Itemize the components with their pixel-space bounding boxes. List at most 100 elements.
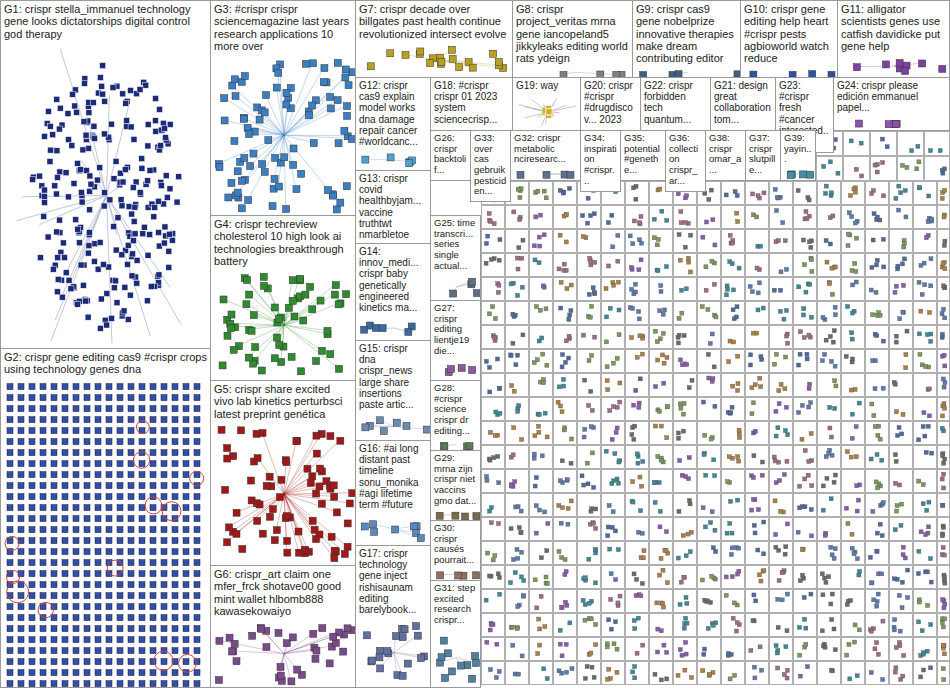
vertex-icon <box>901 310 905 314</box>
vertex-icon <box>927 387 931 391</box>
vertex-icon <box>615 426 619 430</box>
vertex-icon <box>635 355 639 359</box>
vertex-icon <box>850 331 854 335</box>
vertex-icon <box>654 329 658 333</box>
small-group-cell <box>698 350 721 373</box>
vertex-icon <box>688 550 692 554</box>
vertex-icon <box>808 283 812 287</box>
small-group-cell <box>530 374 553 397</box>
vertex-icon <box>631 670 635 674</box>
small-group-cell <box>578 590 601 613</box>
small-group-cell <box>674 470 697 493</box>
small-group-cell <box>818 662 841 685</box>
vertex-icon <box>875 170 879 174</box>
vertex-icon <box>533 258 537 262</box>
small-group-cell <box>938 254 950 277</box>
vertex-icon <box>486 551 490 555</box>
vertex-icon <box>115 215 121 221</box>
vertex-icon <box>139 156 145 162</box>
small-group-cell <box>746 614 769 637</box>
vertex-icon <box>158 183 164 189</box>
vertex-icon <box>516 556 520 560</box>
small-group-cell <box>578 398 601 421</box>
vertex-icon <box>662 361 666 365</box>
small-group-cell <box>602 446 625 469</box>
vertex-icon <box>536 652 540 656</box>
vertex-icon <box>821 315 825 319</box>
vertex-icon <box>131 218 137 224</box>
vertex-icon <box>87 173 93 179</box>
vertex-icon <box>690 378 694 382</box>
vertex-icon <box>559 306 563 310</box>
small-group-cell <box>746 278 769 301</box>
vertex-icon <box>809 258 813 262</box>
small-group-cell <box>674 398 697 421</box>
vertex-icon <box>729 653 733 657</box>
small-group-cell <box>602 494 625 517</box>
vertex-icon <box>783 429 787 433</box>
vertex-icon <box>809 592 813 596</box>
small-group-cell <box>602 590 625 613</box>
vertex-icon <box>661 353 665 357</box>
vertex-icon <box>751 331 755 335</box>
vertex-icon <box>104 322 110 328</box>
vertex-icon <box>167 121 173 127</box>
vertex-icon <box>594 526 598 530</box>
vertex-icon <box>140 231 146 237</box>
vertex-icon <box>516 409 520 413</box>
small-group-cell <box>578 230 601 253</box>
vertex-icon <box>929 666 933 670</box>
vertex-icon <box>544 575 548 579</box>
vertex-icon <box>728 233 732 237</box>
vertex-icon <box>736 498 740 502</box>
small-group-cell <box>818 422 841 445</box>
small-group-cell <box>602 230 625 253</box>
vertex-icon <box>589 214 593 218</box>
vertex-icon <box>167 186 173 192</box>
vertex-icon <box>902 653 906 657</box>
vertex-icon <box>592 521 596 525</box>
vertex-icon <box>491 305 495 309</box>
small-group-cell <box>482 638 505 661</box>
small-group-cell <box>890 278 913 301</box>
vertex-icon <box>494 410 498 414</box>
vertex-icon <box>784 355 788 359</box>
vertex-icon <box>521 333 525 337</box>
small-group-cell <box>890 422 913 445</box>
vertex-icon <box>898 629 902 633</box>
vertex-icon <box>512 558 516 562</box>
vertex-icon <box>65 111 71 117</box>
small-group-cell <box>914 566 937 589</box>
vertex-icon <box>85 145 91 151</box>
vertex-icon <box>485 475 489 479</box>
vertex-icon <box>904 215 908 219</box>
vertex-icon <box>785 267 789 271</box>
vertex-icon <box>773 459 777 463</box>
small-group-cell <box>746 542 769 565</box>
vertex-icon <box>684 640 688 644</box>
vertex-icon <box>587 403 591 407</box>
vertex-icon <box>45 234 51 240</box>
small-group-cell <box>842 446 865 469</box>
vertex-icon <box>565 478 569 482</box>
vertex-icon <box>594 622 598 626</box>
small-group-cell <box>866 350 889 373</box>
small-group-cell <box>818 566 841 589</box>
vertex-icon <box>751 619 755 623</box>
vertex-icon <box>50 266 56 272</box>
small-group-cell <box>842 302 865 325</box>
vertex-icon <box>797 410 801 414</box>
small-group-cell <box>722 590 745 613</box>
vertex-icon <box>78 262 84 268</box>
small-group-cell <box>650 278 673 301</box>
vertex-icon <box>760 460 764 464</box>
small-group-cell <box>626 182 649 205</box>
vertex-icon <box>850 532 854 536</box>
vertex-icon <box>676 192 680 196</box>
vertex-icon <box>846 232 850 236</box>
small-group-cell <box>698 326 721 349</box>
vertex-icon <box>845 450 849 454</box>
small-group-cell <box>770 350 793 373</box>
vertex-icon <box>606 677 610 681</box>
small-group-cell <box>938 350 950 373</box>
